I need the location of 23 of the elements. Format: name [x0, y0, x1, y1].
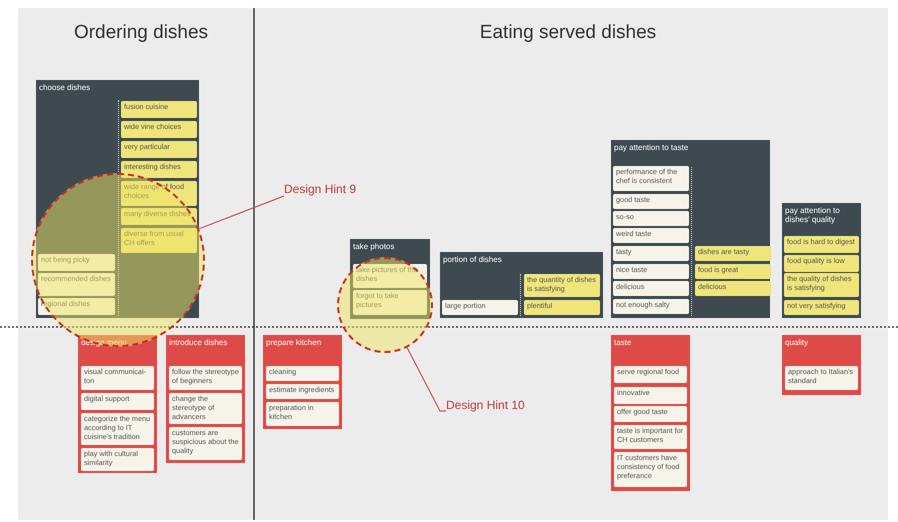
cluster-title: prepare kitchen — [266, 338, 322, 348]
cluster-title: taste — [614, 338, 632, 348]
column-heading: Ordering dishes — [72, 22, 210, 44]
cluster-title: portion of dishes — [443, 255, 502, 264]
cluster-panel — [611, 335, 690, 491]
cluster-title: take photos — [353, 242, 394, 252]
column-heading: Eating served dishes — [478, 22, 658, 44]
hint-label: Design Hint 10 — [446, 398, 525, 412]
cluster-title: quality — [785, 338, 808, 348]
cluster-panel — [440, 252, 603, 318]
cluster-panel — [611, 140, 770, 318]
leader-line — [406, 347, 446, 412]
cluster-title: introduce dishes — [169, 338, 228, 348]
hint-label: Design Hint 9 — [284, 182, 356, 196]
cluster-panel — [78, 335, 157, 473]
cluster-title: pay attention to dishes' quality — [785, 206, 841, 224]
leader-line — [198, 196, 284, 230]
cluster-title: choose dishes — [39, 83, 90, 92]
cluster-panel — [166, 335, 245, 463]
cluster-panel — [782, 335, 861, 395]
cluster-panel — [263, 335, 342, 429]
cluster-panel — [782, 203, 861, 318]
cluster-title: pay attention to taste — [614, 143, 688, 152]
